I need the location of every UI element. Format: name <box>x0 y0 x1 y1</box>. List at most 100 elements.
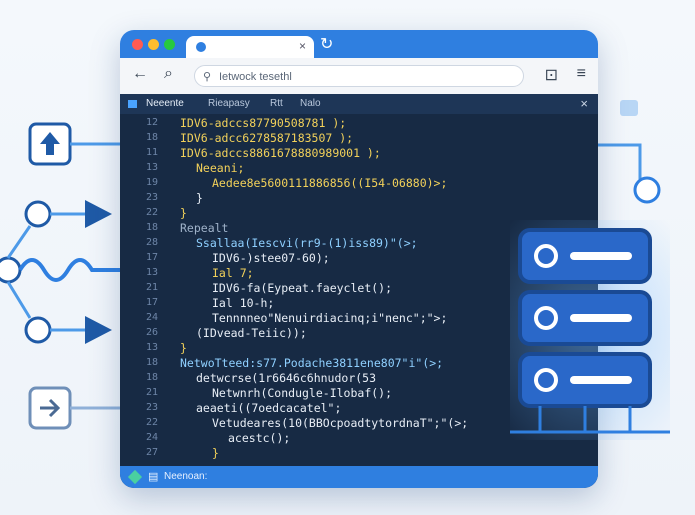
search-icon[interactable]: ⌕ <box>164 65 173 82</box>
code-text: } <box>180 206 187 220</box>
line-number: 21 <box>145 387 158 398</box>
code-line[interactable]: 23 aeaeti((7oedcacatel"; <box>120 401 598 417</box>
code-text: aeaeti((7oedcacatel"; <box>196 401 342 415</box>
close-icon[interactable]: × <box>580 96 588 111</box>
code-text: Vetudeares(10(BBOcpoadtytordnaT";"(>; <box>212 416 469 430</box>
line-number: 13 <box>145 342 158 353</box>
menu-icon[interactable]: ≡ <box>576 65 586 82</box>
code-line[interactable]: 17 IDV6-)stee07-60); <box>120 251 598 267</box>
code-line[interactable]: 18 detwcrse(1r6646c6hnudor(53 <box>120 371 598 387</box>
status-diamond-icon <box>127 469 143 485</box>
code-text: detwcrse(1r6646c6hnudor(53 <box>196 371 377 385</box>
title-bar: × ↻ <box>120 30 598 58</box>
code-text: IDV6-adccs8861678880989001 ); <box>180 146 381 160</box>
arrow-right-icon <box>85 200 112 228</box>
code-line[interactable]: 24 Tennnneo"Nenuirdiacinq;i"nenc";">; <box>120 311 598 327</box>
wave-signal-icon <box>18 258 120 282</box>
code-line[interactable]: 27} <box>120 446 598 462</box>
line-number: 22 <box>145 207 158 218</box>
code-line[interactable]: 11 IDV6-adccs8861678880989001 ); <box>120 146 598 162</box>
line-number: 18 <box>145 372 158 383</box>
line-number: 24 <box>145 432 158 443</box>
status-bar: ▤ Neenoan: <box>120 466 598 488</box>
code-line[interactable]: 26(IDvead-Teiic)); <box>120 326 598 342</box>
code-line[interactable]: 23} <box>120 191 598 207</box>
address-search-icon: ⚲ <box>203 71 212 83</box>
code-text: } <box>212 446 219 460</box>
code-text: IDV6-fa(Eypeat.faeyclet(); <box>212 281 393 295</box>
line-number: 19 <box>145 177 158 188</box>
code-text: } <box>180 341 187 355</box>
line-number: 18 <box>145 222 158 233</box>
editor-logo-icon <box>128 100 137 108</box>
line-number: 12 <box>145 117 158 128</box>
line-number: 27 <box>145 447 158 458</box>
code-line[interactable]: 22 Vetudeares(10(BBOcpoadtytordnaT";"(>; <box>120 416 598 432</box>
lock-icon <box>620 100 638 116</box>
minimize-window-button[interactable] <box>148 39 159 50</box>
code-text: NetwoTteed:s77.Podache3811ene807"i"(>; <box>180 356 444 370</box>
address-text: Ietwock tesethl <box>219 71 292 83</box>
code-line[interactable]: 13} <box>120 341 598 357</box>
address-bar[interactable]: ⚲ Ietwock tesethl <box>194 65 524 87</box>
line-number: 23 <box>145 402 158 413</box>
line-number: 17 <box>145 297 158 308</box>
line-number: 11 <box>145 147 158 158</box>
code-line[interactable]: 28 Ssallaa(Iescvi(rr9-(1)iss89)"(>; <box>120 236 598 252</box>
node-icon <box>24 316 52 344</box>
code-text: IDV6-)stee07-60); <box>212 251 330 265</box>
menu-item-1[interactable]: Rieapasy <box>208 98 250 109</box>
code-line[interactable]: 22} <box>120 206 598 222</box>
code-text: acestc(); <box>228 431 291 445</box>
node-icon <box>24 200 52 228</box>
menu-item-3[interactable]: Nalo <box>300 98 321 109</box>
line-number: 13 <box>145 162 158 173</box>
line-number: 24 <box>145 312 158 323</box>
node-icon <box>0 256 22 284</box>
menu-item-2[interactable]: Rtt <box>270 98 283 109</box>
code-line[interactable]: 17 Ial 10-h; <box>120 296 598 312</box>
maximize-window-button[interactable] <box>164 39 175 50</box>
browser-toolbar: ← ⌕ ⚲ Ietwock tesethl ⊡ ≡ <box>120 58 598 95</box>
extension-icon[interactable]: ⊡ <box>544 67 558 84</box>
arrow-right-icon <box>85 316 112 344</box>
refresh-icon[interactable]: ↻ <box>320 36 334 53</box>
back-arrow-icon[interactable]: ← <box>132 65 148 82</box>
code-text: Neeani; <box>196 161 245 175</box>
line-number: 17 <box>145 252 158 263</box>
line-number: 23 <box>145 192 158 203</box>
line-number: 21 <box>145 282 158 293</box>
code-text: Tennnneo"Nenuirdiacinq;i"nenc";">; <box>212 311 448 325</box>
line-number: 22 <box>145 417 158 428</box>
code-line[interactable]: 13 Neeani; <box>120 161 598 177</box>
editor-title: Neeente <box>146 98 184 109</box>
code-text: Ssallaa(Iescvi(rr9-(1)iss89)"(>; <box>196 236 418 250</box>
close-window-button[interactable] <box>132 39 143 50</box>
browser-window: × ↻ ← ⌕ ⚲ Ietwock tesethl ⊡ ≡ Neeente Ri… <box>120 30 598 488</box>
browser-tab[interactable]: × <box>186 36 314 58</box>
code-line[interactable]: 12 IDV6-adccs87790508781 ); <box>120 116 598 132</box>
line-number: 26 <box>145 327 158 338</box>
code-line[interactable]: 18 Repealt <box>120 221 598 237</box>
node-icon <box>633 176 661 204</box>
tab-favicon-icon <box>196 42 206 52</box>
tab-close-icon[interactable]: × <box>298 39 306 53</box>
code-line[interactable]: 21 IDV6-fa(Eypeat.faeyclet(); <box>120 281 598 297</box>
line-number: 28 <box>145 237 158 248</box>
code-text: Ial 10-h; <box>212 296 275 310</box>
code-text: Aedee8e5600111886856((I54-06880)>; <box>212 176 448 190</box>
status-file-icon: ▤ <box>148 471 159 483</box>
code-line[interactable]: 24 acestc(); <box>120 431 598 447</box>
line-number: 18 <box>145 132 158 143</box>
code-text: Repealt <box>180 221 229 235</box>
status-text: Neenoan: <box>164 471 208 482</box>
code-text: } <box>196 191 203 205</box>
code-text: IDV6-adccs87790508781 ); <box>180 116 347 130</box>
code-line[interactable]: 19 Aedee8e5600111886856((I54-06880)>; <box>120 176 598 192</box>
